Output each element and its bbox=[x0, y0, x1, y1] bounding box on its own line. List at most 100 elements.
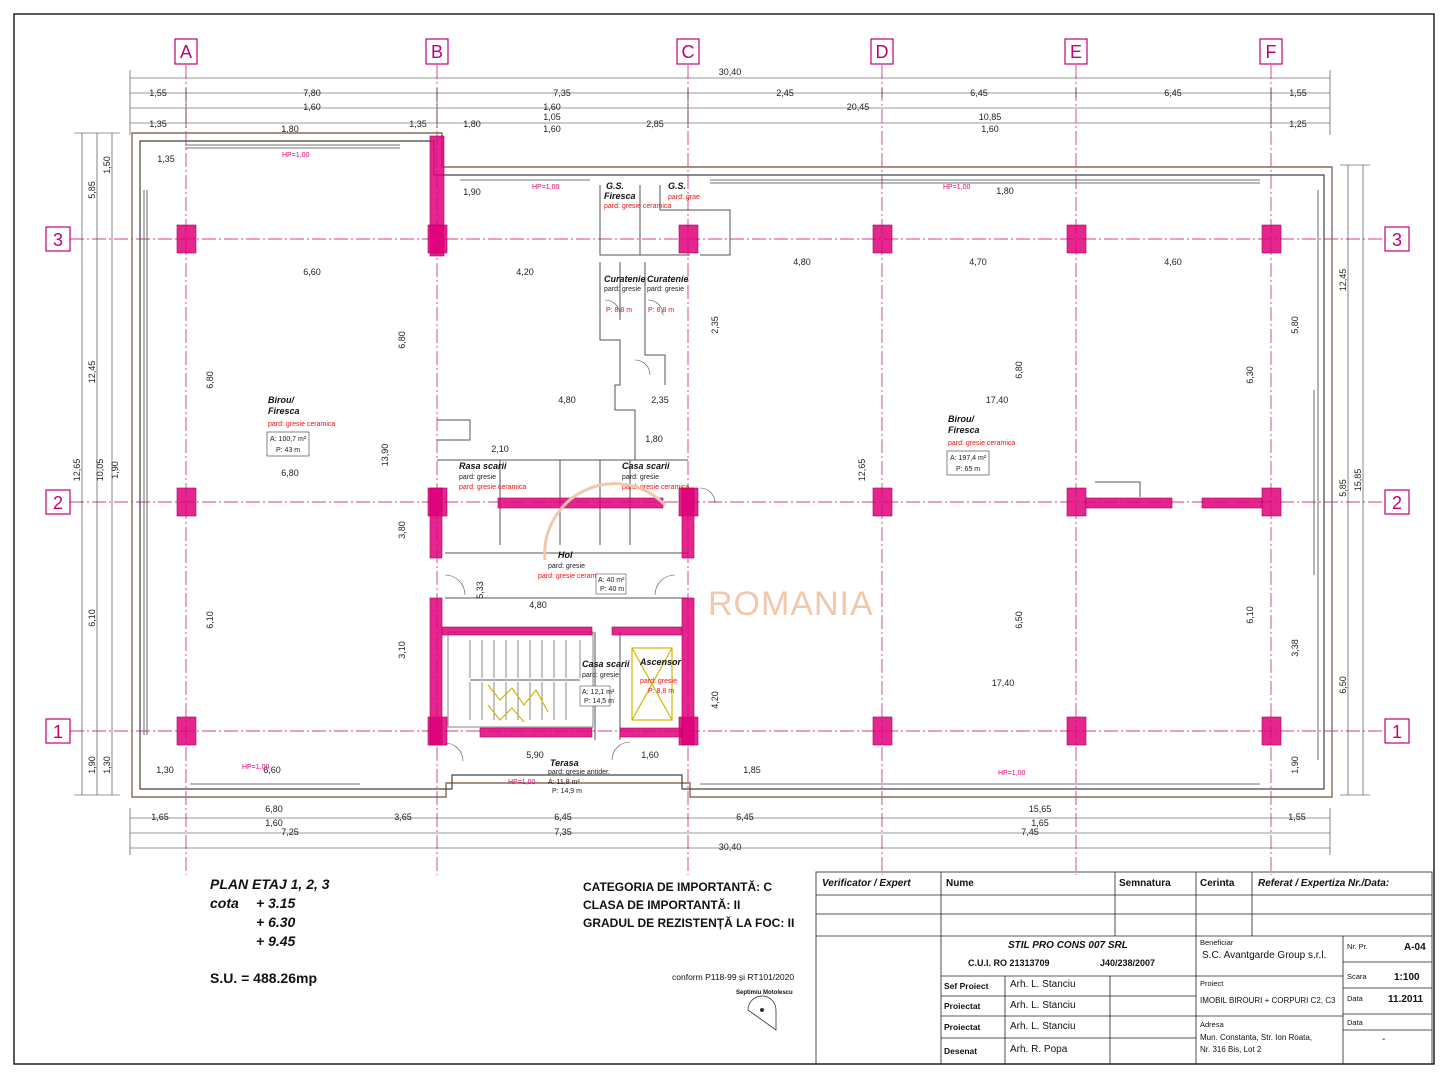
dim-top-r3-1: 1,35 bbox=[149, 119, 167, 129]
room-name: Rasa scarii bbox=[459, 461, 507, 471]
dim-top-r4-3: 1,60 bbox=[981, 124, 999, 134]
dim-bot-overall: 30,40 bbox=[719, 842, 742, 852]
importance-categories: CATEGORIA DE IMPORTANTĂ: C CLASA DE IMPO… bbox=[583, 878, 794, 932]
room-finish: pard: gresie antider. bbox=[548, 769, 610, 776]
tb-data-label: Data bbox=[1347, 994, 1363, 1003]
tb-adresa-label: Adresa bbox=[1200, 1020, 1224, 1029]
dim-int-0: 6,60 bbox=[303, 267, 321, 277]
dim-top-3: 7,35 bbox=[553, 88, 571, 98]
tb-adresa-2: Nr. 316 Bis, Lot 2 bbox=[1200, 1045, 1262, 1054]
dim-int-13: 6,80 bbox=[1014, 361, 1024, 379]
surface-total: S.U. = 488.26mp bbox=[210, 970, 318, 986]
dim-top-r4-2: 1,60 bbox=[543, 124, 561, 134]
dim-top-r2-3: 1,60 bbox=[543, 102, 561, 112]
left-dimension-texts: 5,85 1,50 12,45 12,65 10,05 1,90 6,10 1,… bbox=[72, 156, 120, 774]
exterior-walls bbox=[131, 132, 1333, 798]
room-right-office: Birou/ Firesca pard: gresie ceramica A: … bbox=[946, 414, 1015, 476]
tb-header-verificator: Verificator / Expert bbox=[822, 878, 911, 889]
dim-top-6: 6,45 bbox=[1164, 88, 1182, 98]
tb-role-3-name: Arh. L. Stanciu bbox=[1010, 1021, 1076, 1032]
category-importance: CATEGORIA DE IMPORTANTĂ: C bbox=[583, 880, 773, 894]
axis-label-3-left: 3 bbox=[53, 230, 63, 250]
room-area: A: 197,4 m² bbox=[950, 455, 987, 462]
stair-steps bbox=[447, 631, 594, 728]
dim-int-17: 6,50 bbox=[1014, 611, 1024, 629]
dim-bot-5: 6,45 bbox=[736, 812, 754, 822]
room-finish: pard: gresie bbox=[459, 474, 496, 481]
tb-role-2: Proiectat bbox=[944, 1001, 981, 1011]
dim-int-25: 12,65 bbox=[857, 459, 867, 482]
tb-role-1-name: Arh. L. Stanciu bbox=[1010, 979, 1076, 990]
dim-int-16: 6,30 bbox=[1245, 366, 1255, 384]
dim-top-r4-1: 1,80 bbox=[281, 124, 299, 134]
axis-label-b: B bbox=[431, 42, 443, 62]
room-terasa: Terasa pard: gresie antider. A: 11,8 m² … bbox=[548, 758, 610, 795]
dim-left-7: 6,10 bbox=[87, 609, 97, 627]
room-perimeter: P: 14,5 m bbox=[584, 698, 614, 705]
room-hol: Hol pard: gresie pard: gresie ceramica A… bbox=[538, 550, 627, 595]
room-finish: pard: gresie bbox=[622, 474, 659, 481]
room-name: Ascensor bbox=[639, 657, 682, 667]
room-perimeter: P: 40 m bbox=[600, 586, 624, 593]
dim-int-30: 1,80 bbox=[996, 186, 1014, 196]
class-importance: CLASA DE IMPORTANTĂ: II bbox=[583, 898, 741, 912]
dim-int-12: 6,80 bbox=[397, 331, 407, 349]
dim-bot-4: 6,45 bbox=[554, 812, 572, 822]
dim-int-20: 5,90 bbox=[526, 750, 544, 760]
hp-label-2: HP=1,00 bbox=[532, 184, 560, 191]
room-finish: pard: gresie ceramica bbox=[268, 421, 335, 428]
dim-bot-r2-2: 1,65 bbox=[1031, 818, 1049, 828]
tb-beneficiar: S.C. Avantgarde Group s.r.l. bbox=[1202, 950, 1327, 961]
dim-top-5: 6,45 bbox=[970, 88, 988, 98]
tb-role-2-name: Arh. L. Stanciu bbox=[1010, 1000, 1076, 1011]
dim-int-24: 1,35 bbox=[157, 154, 175, 164]
room-area: A: 100,7 m² bbox=[270, 436, 307, 443]
room-name: Hol bbox=[558, 550, 573, 560]
dim-right-2: 5,80 bbox=[1290, 316, 1300, 334]
dim-right-6: 6,50 bbox=[1338, 676, 1348, 694]
watermark-text: ROMANIA bbox=[708, 585, 874, 623]
tb-header-referat: Referat / Expertiza Nr./Data: bbox=[1258, 878, 1390, 889]
watermark-arc bbox=[543, 482, 667, 561]
interior-dimensions: 6,60 4,20 4,80 4,70 4,60 6,80 17,40 17,4… bbox=[156, 154, 1255, 775]
room-casa-scarii: Casa scarii pard: gresie A: 12,1 m² P: 1… bbox=[579, 659, 630, 707]
room-name: Casa scarii bbox=[622, 461, 670, 471]
north-symbol-icon bbox=[747, 995, 777, 1031]
tb-header-semnatura: Semnatura bbox=[1119, 878, 1171, 889]
dim-int-23: 6,60 bbox=[263, 765, 281, 775]
room-name: Terasa bbox=[550, 758, 579, 768]
dim-bot-r3-2: 7,35 bbox=[554, 827, 572, 837]
plan-level-row-3: + 9.45 bbox=[210, 932, 330, 951]
tb-adresa-1: Mun. Constanta, Str. Ion Roata, bbox=[1200, 1033, 1313, 1042]
tb-company: STIL PRO CONS 007 SRL bbox=[1008, 940, 1128, 951]
dim-bot-6: 15,65 bbox=[1029, 804, 1052, 814]
room-perimeter: P: 8,8 m bbox=[648, 688, 674, 695]
dim-int-28: 2,10 bbox=[491, 444, 509, 454]
dim-top-r3-2: 1,35 bbox=[409, 119, 427, 129]
tb-proiect-label: Proiect bbox=[1200, 979, 1224, 988]
tb-reg: J40/238/2007 bbox=[1100, 958, 1156, 968]
tb-data: 11.2011 bbox=[1388, 994, 1424, 1005]
tb-header-cerinta: Cerinta bbox=[1200, 878, 1235, 889]
room-name: Birou/ bbox=[948, 414, 975, 424]
axis-grid bbox=[70, 65, 1385, 875]
titleblock-grid bbox=[815, 871, 1433, 1065]
room-name: G.S. bbox=[668, 181, 686, 191]
sheet-border bbox=[13, 13, 1435, 1065]
dim-top-1: 1,55 bbox=[149, 88, 167, 98]
axis-label-1-right: 1 bbox=[1392, 722, 1402, 742]
dim-top-2: 7,80 bbox=[303, 88, 321, 98]
tb-proiect: IMOBIL BIROURI + CORPURI C2, C3 bbox=[1200, 996, 1336, 1005]
tb-scara: 1:100 bbox=[1394, 972, 1420, 983]
dim-int-21: 1,60 bbox=[641, 750, 659, 760]
dim-top-r3-6: 10,85 bbox=[979, 112, 1002, 122]
plan-level-row-1: cota + 3.15 bbox=[210, 894, 330, 913]
dim-right-7: 1,90 bbox=[1290, 756, 1300, 774]
dim-top-7: 1,55 bbox=[1289, 88, 1307, 98]
right-dimension-texts: 12,45 5,80 15,85 5,85 3,38 6,50 1,90 bbox=[1290, 269, 1363, 774]
dim-bot-r3-1: 7,25 bbox=[281, 827, 299, 837]
dim-int-35: 4,20 bbox=[710, 691, 720, 709]
room-name: G.S. bbox=[606, 181, 624, 191]
tb-header-nume: Nume bbox=[946, 878, 974, 889]
